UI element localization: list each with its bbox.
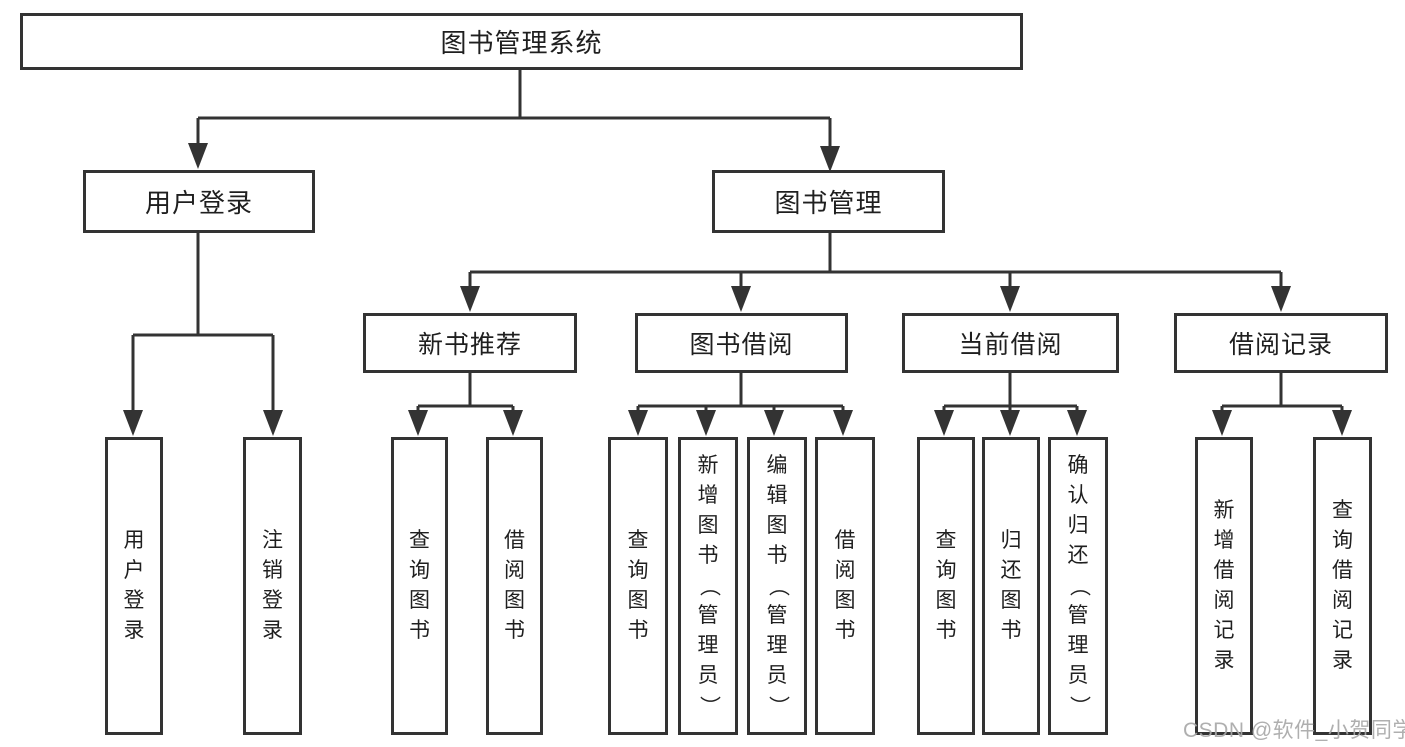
node-new-book-recommend-label: 新书推荐: [417, 331, 522, 359]
leaf-borrow-query-books-label: 查询图书: [627, 529, 649, 642]
node-book-management-label: 图书管理: [774, 188, 883, 218]
node-borrow-records-label: 借阅记录: [1228, 331, 1333, 359]
node-new-book-recommend: 新书推荐: [363, 313, 577, 373]
leaf-logout: 注销登录: [243, 437, 302, 735]
leaf-records-query-record: 查询借阅记录: [1313, 437, 1372, 735]
leaf-borrow-borrow-books: 借阅图书: [815, 437, 875, 735]
leaf-user-login-label: 用户登录: [123, 529, 145, 642]
leaf-newbook-borrow-books-label: 借阅图书: [504, 529, 525, 642]
leaf-records-add-record-label: 新增借阅记录: [1213, 499, 1235, 672]
leaf-borrow-borrow-books-label: 借阅图书: [834, 529, 856, 642]
node-root-label: 图书管理系统: [440, 28, 603, 58]
leaf-current-return-books: 归还图书: [982, 437, 1040, 735]
leaf-newbook-borrow-books: 借阅图书: [486, 437, 543, 735]
leaf-borrow-edit-books-admin: 编辑图书（管理员）: [747, 437, 807, 735]
leaf-borrow-query-books: 查询图书: [608, 437, 668, 735]
leaf-current-query-books: 查询图书: [917, 437, 975, 735]
leaf-current-query-books-label: 查询图书: [935, 529, 957, 642]
node-user-login: 用户登录: [83, 170, 315, 233]
leaf-borrow-edit-books-admin-label: 编辑图书（管理员）: [766, 454, 789, 717]
arrowheads: [123, 143, 1352, 436]
node-borrow-records: 借阅记录: [1174, 313, 1388, 373]
leaf-records-add-record: 新增借阅记录: [1195, 437, 1253, 735]
node-current-borrow-label: 当前借阅: [958, 331, 1063, 359]
leaf-logout-label: 注销登录: [262, 529, 283, 642]
node-current-borrow: 当前借阅: [902, 313, 1119, 373]
leaf-current-return-books-label: 归还图书: [1000, 529, 1022, 642]
node-book-management: 图书管理: [712, 170, 945, 233]
node-user-login-label: 用户登录: [144, 188, 253, 218]
node-root: 图书管理系统: [20, 13, 1023, 70]
leaf-borrow-add-books-admin-label: 新增图书（管理员）: [697, 454, 720, 717]
watermark: CSDN @软件_小贺同学: [1183, 719, 1405, 742]
leaf-borrow-add-books-admin: 新增图书（管理员）: [678, 437, 738, 735]
leaf-newbook-query-books-label: 查询图书: [409, 529, 430, 642]
node-book-borrow-label: 图书借阅: [689, 331, 794, 359]
leaf-newbook-query-books: 查询图书: [391, 437, 448, 735]
leaf-records-query-record-label: 查询借阅记录: [1332, 499, 1353, 672]
node-book-borrow: 图书借阅: [635, 313, 848, 373]
leaf-user-login: 用户登录: [105, 437, 163, 735]
leaf-current-confirm-return-admin: 确认归还（管理员）: [1048, 437, 1108, 735]
leaf-current-confirm-return-admin-label: 确认归还（管理员）: [1067, 454, 1090, 717]
